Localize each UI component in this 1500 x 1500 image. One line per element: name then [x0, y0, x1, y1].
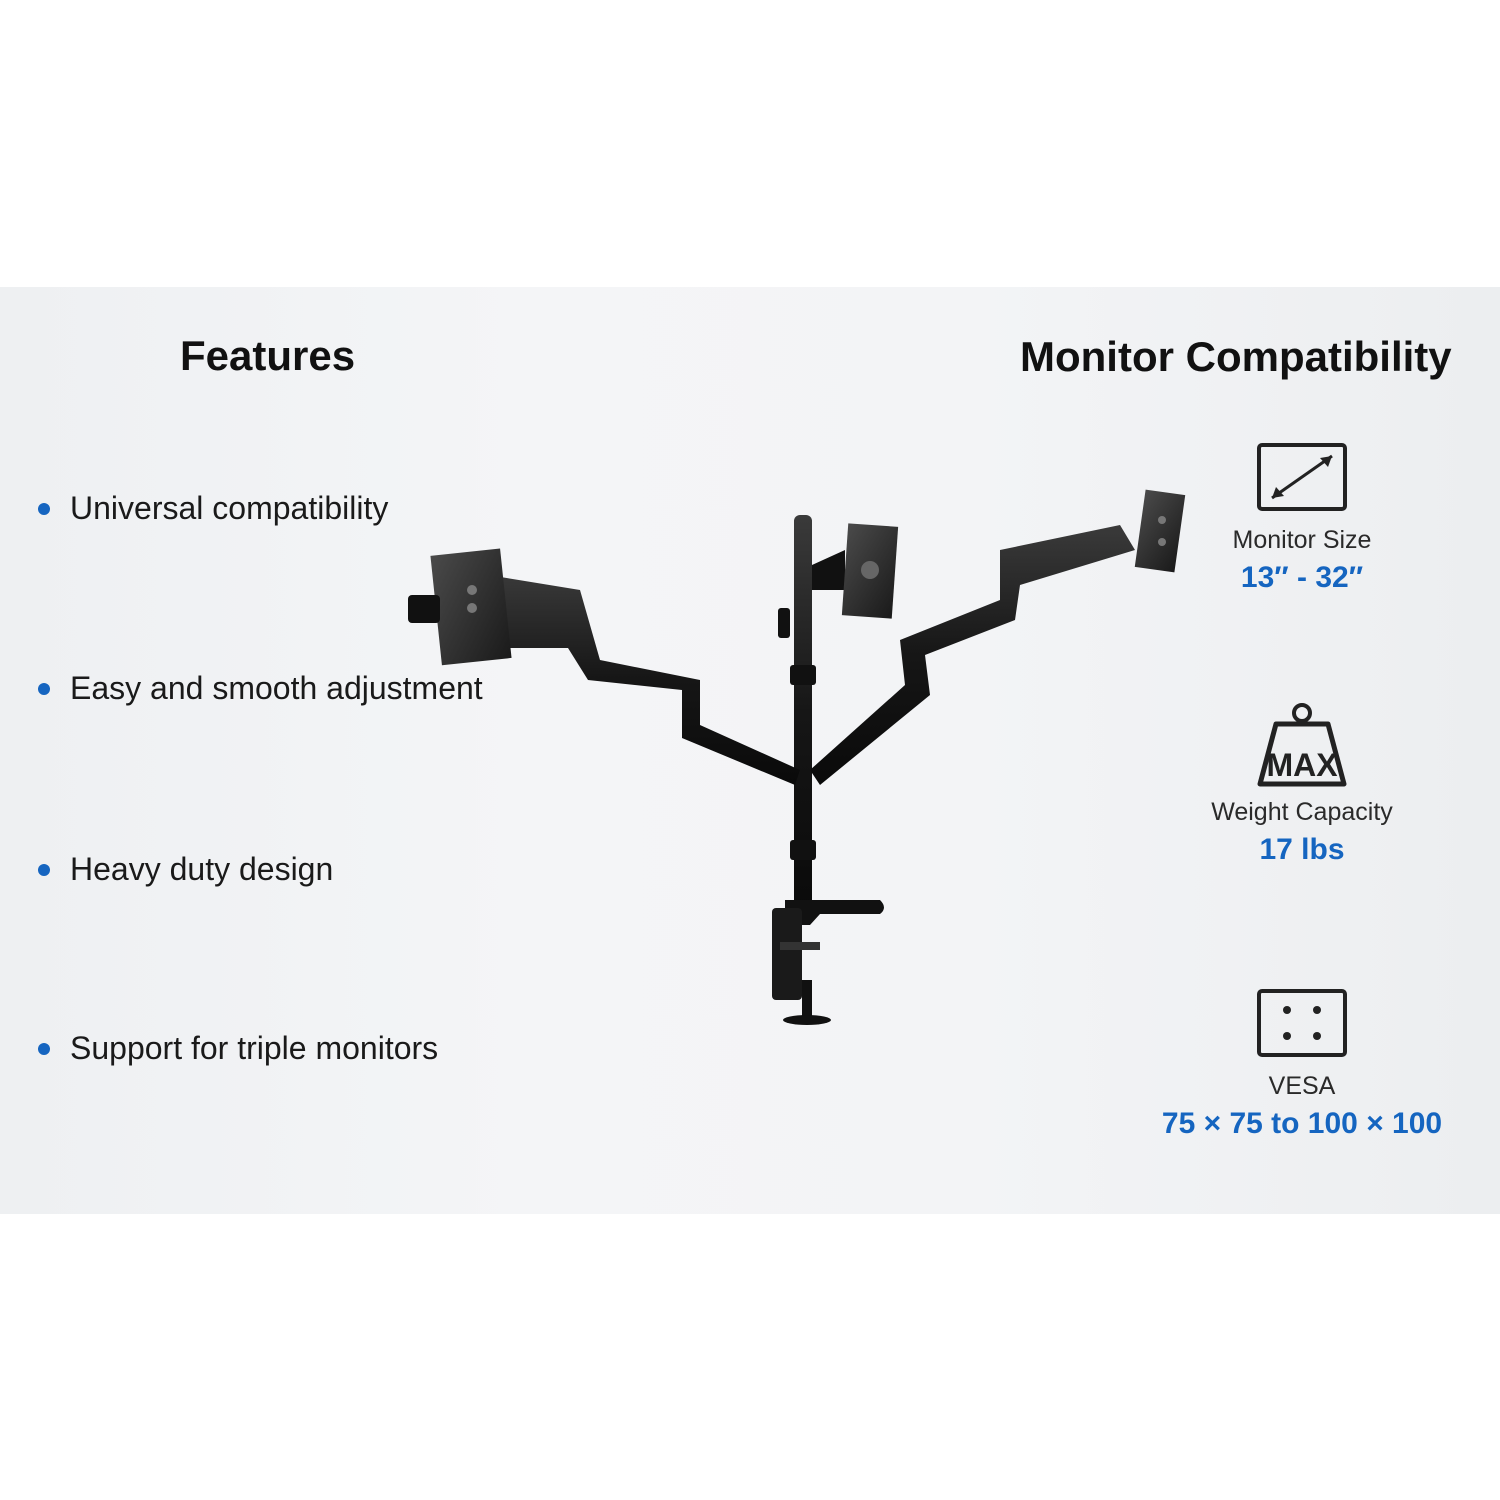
spec-label: VESA [1268, 1072, 1336, 1100]
bullet-icon [38, 502, 50, 515]
spec-monitor-size: Monitor Size 13″ - 32″ [1102, 442, 1500, 595]
spec-label: Monitor Size [1232, 526, 1372, 554]
monitor-compatibility-title: Monitor Compatibility [1020, 333, 1452, 380]
bullet-icon [38, 682, 50, 695]
max-icon-text: MAX [1266, 747, 1338, 783]
spec-value: 13″ - 32″ [1240, 561, 1364, 594]
feature-label: Easy and smooth adjustment [70, 670, 483, 706]
bullet-icon [38, 1042, 50, 1055]
triple-monitor-arm-image [408, 489, 1186, 1025]
spec-value: 75 × 75 to 100 × 100 [1161, 1107, 1443, 1140]
feature-item: Universal compatibility [38, 490, 388, 527]
spec-weight-capacity: MAX Weight Capacity 17 lbs [1102, 702, 1500, 867]
feature-label: Heavy duty design [70, 851, 334, 887]
feature-item: Support for triple monitors [38, 1030, 438, 1067]
diagonal-size-icon [1257, 443, 1347, 511]
vesa-pattern-icon [1257, 989, 1347, 1057]
bullet-icon [38, 863, 50, 876]
max-weight-icon: MAX [1257, 703, 1347, 787]
feature-label: Support for triple monitors [70, 1030, 439, 1066]
feature-item: Easy and smooth adjustment [38, 670, 483, 707]
feature-item: Heavy duty design [38, 851, 333, 888]
spec-label: Weight Capacity [1211, 798, 1393, 826]
spec-vesa: VESA 75 × 75 to 100 × 100 [1102, 988, 1500, 1141]
features-title: Features [180, 332, 356, 379]
spec-value: 17 lbs [1259, 833, 1345, 866]
feature-label: Universal compatibility [70, 490, 389, 526]
